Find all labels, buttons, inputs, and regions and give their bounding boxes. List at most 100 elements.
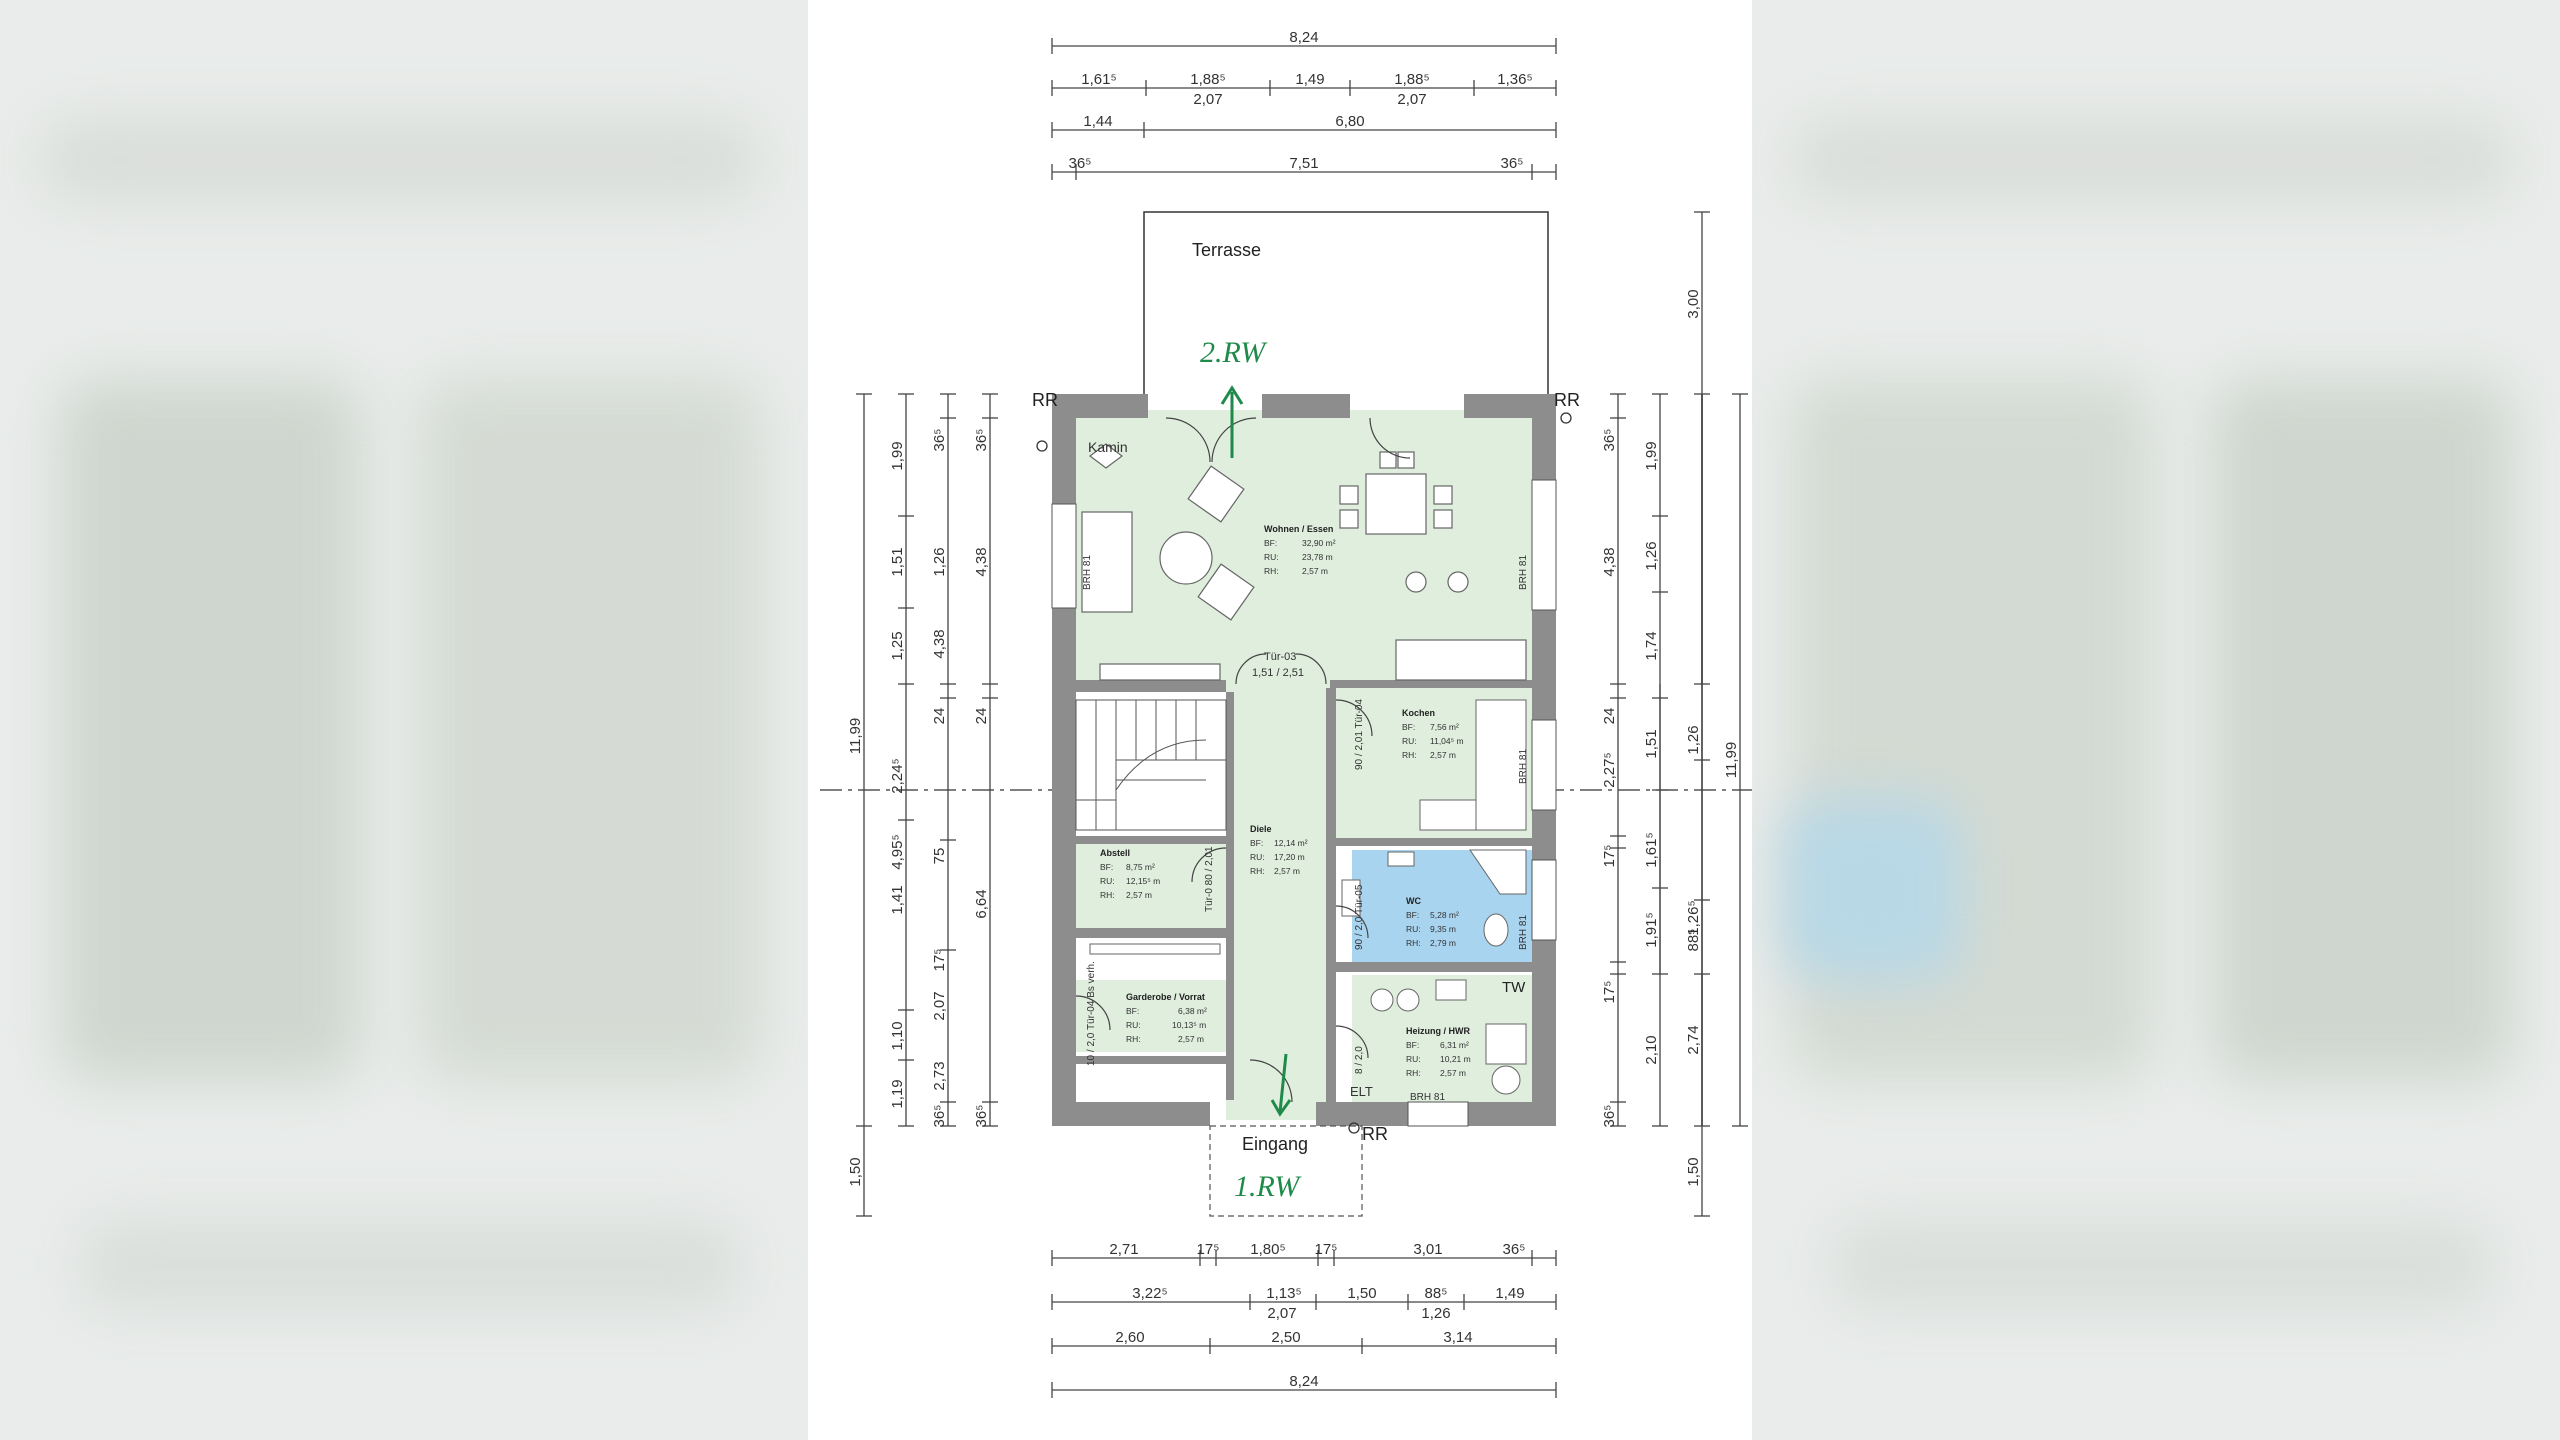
door-heizung-label: 8 / 2,0 <box>1354 1046 1365 1074</box>
staircase <box>1075 699 1227 831</box>
svg-text:BF:: BF: <box>1250 838 1263 848</box>
blurred-background-right <box>1752 0 2560 1440</box>
entrance: Eingang 1.RW <box>1209 1053 1363 1217</box>
downpipe-right <box>1560 412 1572 424</box>
svg-text:2,60: 2,60 <box>1115 1329 1144 1346</box>
kamin-label: Kamin <box>1088 439 1128 455</box>
svg-text:1,41: 1,41 <box>889 885 906 914</box>
dim-right-total: 11,99 <box>1723 742 1740 778</box>
svg-text:8,75 m²: 8,75 m² <box>1126 862 1155 872</box>
svg-text:2,57 m: 2,57 m <box>1126 890 1152 900</box>
svg-text:2,24⁵: 2,24⁵ <box>889 758 906 793</box>
svg-text:36⁵: 36⁵ <box>931 1105 948 1128</box>
left-dimension-lines <box>856 393 998 1217</box>
svg-text:12,14 m²: 12,14 m² <box>1274 838 1308 848</box>
rr-right-label: RR <box>1554 390 1580 410</box>
svg-text:23,78 m: 23,78 m <box>1302 552 1333 562</box>
svg-text:1,51: 1,51 <box>889 547 906 576</box>
room-wohnen: Wohnen / Essen BF:32,90 m² RU:23,78 m RH… <box>1264 524 1336 576</box>
svg-text:Diele: Diele <box>1250 824 1272 834</box>
svg-text:2,79 m: 2,79 m <box>1430 938 1456 948</box>
dim-top-2-0: 1,61⁵ <box>1081 71 1116 88</box>
svg-text:17⁵: 17⁵ <box>931 949 948 972</box>
door-garderobe-label: 10 / 2,0 Tür-04 Bs verh. <box>1086 961 1097 1066</box>
window-openings <box>1051 479 1557 1127</box>
doors <box>1075 417 1411 1103</box>
svg-text:1,80⁵: 1,80⁵ <box>1250 1241 1285 1258</box>
rw2-arrow <box>1220 385 1244 458</box>
svg-text:4,95⁵: 4,95⁵ <box>889 834 906 869</box>
bottom-dimension-labels: 2,71 17⁵ 1,80⁵ 17⁵ 3,01 36⁵ 3,22⁵ 1,13⁵ … <box>1109 1241 1525 1390</box>
svg-text:17⁵: 17⁵ <box>1601 845 1618 868</box>
svg-text:RU:: RU: <box>1250 852 1265 862</box>
door-tuer03-label: Tür-03 <box>1264 651 1296 663</box>
svg-text:BF:: BF: <box>1406 910 1419 920</box>
svg-text:1,99: 1,99 <box>1643 441 1660 470</box>
brh-left-label: BRH 81 <box>1082 555 1093 590</box>
dim-top-4-1: 7,51 <box>1289 155 1318 172</box>
svg-text:RU:: RU: <box>1406 924 1421 934</box>
svg-text:BF:: BF: <box>1264 538 1277 548</box>
svg-text:12,15⁵ m: 12,15⁵ m <box>1126 876 1160 886</box>
svg-text:4,38: 4,38 <box>931 629 948 658</box>
right-dimension-labels: 36⁵ 4,38 24 2,27⁵ 17⁵ 17⁵ 36⁵ 1,99 1,26 … <box>1601 289 1702 1186</box>
svg-text:36⁵: 36⁵ <box>1503 1241 1526 1258</box>
svg-text:11,99: 11,99 <box>847 718 864 754</box>
rr-left-label: RR <box>1032 390 1058 410</box>
svg-text:10,21 m: 10,21 m <box>1440 1054 1471 1064</box>
downpipe-left <box>1036 440 1048 452</box>
svg-text:36⁵: 36⁵ <box>1601 429 1618 452</box>
svg-text:11,04⁵ m: 11,04⁵ m <box>1430 736 1464 746</box>
brh-right-mid-label: BRH 81 <box>1518 749 1529 784</box>
svg-text:5,28 m²: 5,28 m² <box>1430 910 1459 920</box>
svg-text:24: 24 <box>973 708 990 725</box>
svg-text:1,19: 1,19 <box>889 1079 906 1108</box>
svg-text:2,71: 2,71 <box>1109 1241 1138 1258</box>
svg-text:1,61⁵: 1,61⁵ <box>1643 832 1660 867</box>
brh-right-top-label: BRH 81 <box>1518 555 1529 590</box>
svg-text:2,57 m: 2,57 m <box>1274 866 1300 876</box>
svg-text:36⁵: 36⁵ <box>973 1105 990 1128</box>
svg-text:17⁵: 17⁵ <box>1197 1241 1220 1258</box>
svg-text:BF:: BF: <box>1406 1040 1419 1050</box>
svg-text:2,07: 2,07 <box>1267 1305 1296 1322</box>
room-kochen: Kochen BF:7,56 m² RU:11,04⁵ m RH:2,57 m <box>1402 708 1464 760</box>
svg-text:BF:: BF: <box>1402 722 1415 732</box>
door-kochen-label: 90 / 2,01 Tür-04 <box>1354 699 1365 770</box>
svg-text:Garderobe / Vorrat: Garderobe / Vorrat <box>1126 992 1205 1002</box>
svg-text:RH:: RH: <box>1126 1034 1141 1044</box>
svg-text:36⁵: 36⁵ <box>1601 1105 1618 1128</box>
svg-text:RH:: RH: <box>1406 938 1421 948</box>
svg-text:2,50: 2,50 <box>1271 1329 1300 1346</box>
svg-text:3,00: 3,00 <box>1685 289 1702 318</box>
svg-text:2,57 m: 2,57 m <box>1430 750 1456 760</box>
dim-top-3-1: 6,80 <box>1335 113 1364 130</box>
elt-label: ELT <box>1350 1084 1373 1099</box>
svg-text:75: 75 <box>931 848 948 865</box>
dim-top-2-1: 1,88⁵ <box>1190 71 1225 88</box>
top-dimension-labels: 8,24 1,61⁵ 1,88⁵ 1,49 1,88⁵ 1,36⁵ 2,07 2… <box>1069 29 1533 172</box>
svg-text:1,10: 1,10 <box>889 1021 906 1050</box>
terrace-label: Terrasse <box>1192 240 1261 260</box>
svg-text:2,73: 2,73 <box>931 1061 948 1090</box>
svg-text:36⁵: 36⁵ <box>931 429 948 452</box>
svg-text:6,64: 6,64 <box>973 889 990 918</box>
dim-top-2-sub-0: 2,07 <box>1193 91 1222 108</box>
room-abstell: Abstell BF:8,75 m² RU:12,15⁵ m RH:2,57 m <box>1100 848 1160 900</box>
svg-text:17,20 m: 17,20 m <box>1274 852 1305 862</box>
svg-text:1,49: 1,49 <box>1495 1285 1524 1302</box>
svg-text:1,99: 1,99 <box>889 441 906 470</box>
svg-text:2,57 m: 2,57 m <box>1178 1034 1204 1044</box>
rw2-handwritten: 2.RW <box>1200 336 1268 369</box>
svg-text:1,26: 1,26 <box>1685 725 1702 754</box>
right-total-label-line <box>1732 393 1748 1127</box>
svg-text:Abstell: Abstell <box>1100 848 1130 858</box>
entrance-label: Eingang <box>1242 1134 1308 1154</box>
downpipe-bottom <box>1348 1122 1360 1134</box>
dim-top-2-sub-1: 2,07 <box>1397 91 1426 108</box>
svg-text:WC: WC <box>1406 896 1421 906</box>
svg-text:24: 24 <box>1601 708 1618 725</box>
svg-text:1,51: 1,51 <box>1643 729 1660 758</box>
svg-text:RH:: RH: <box>1264 566 1279 576</box>
